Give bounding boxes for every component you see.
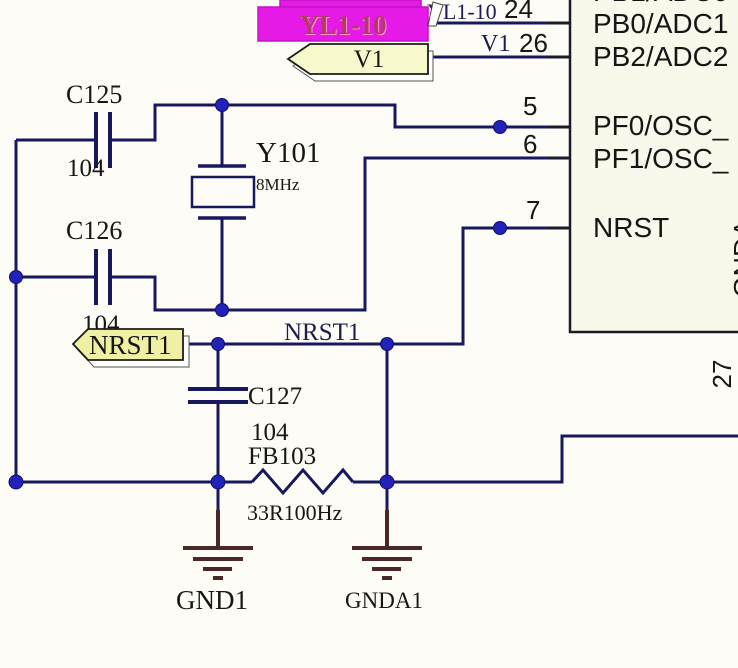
pin-number-7: 7 bbox=[526, 195, 541, 225]
crystal-body bbox=[190, 175, 256, 209]
pin-number-6: 6 bbox=[523, 129, 538, 159]
fb103-refdes: FB103 bbox=[248, 443, 317, 470]
c126-plates bbox=[94, 249, 112, 305]
junction-dots-group bbox=[8, 98, 507, 490]
junction-dot bbox=[380, 337, 394, 351]
gnda1-symbol bbox=[352, 510, 422, 580]
ic-body bbox=[570, 0, 738, 332]
gnda1-label: GNDA1 bbox=[345, 588, 423, 613]
junction-dot bbox=[8, 474, 24, 490]
junction-dot bbox=[9, 270, 23, 284]
yl1-10-flag-text: YL1-10 bbox=[299, 10, 387, 40]
junction-dot bbox=[379, 474, 395, 490]
nrst1-net-label: NRST1 bbox=[284, 319, 361, 346]
c125-plates bbox=[94, 112, 112, 168]
pin-number-26: 26 bbox=[519, 28, 548, 58]
junction-dot bbox=[211, 337, 225, 351]
v1-net-label: V1 bbox=[481, 31, 511, 57]
junction-dot bbox=[493, 120, 507, 134]
gnd1-symbol bbox=[183, 510, 253, 580]
ground-symbols-group bbox=[183, 510, 422, 580]
pin-number-24: 24 bbox=[504, 0, 533, 24]
y101-value: 8MHz bbox=[256, 175, 300, 194]
junction-dot bbox=[493, 221, 507, 235]
v1-flag-text: V1 bbox=[353, 46, 385, 73]
junction-dot bbox=[215, 303, 229, 317]
y101-refdes: Y101 bbox=[256, 137, 321, 169]
fb103-value: 33R100Hz bbox=[247, 500, 343, 525]
yl1-10-magenta-label bbox=[257, 6, 429, 42]
c127-value: 104 bbox=[251, 419, 289, 446]
ic-pin-name-clipped: PB1/ADC0 bbox=[593, 0, 728, 6]
c127-refdes: C127 bbox=[248, 383, 303, 410]
nrst1-net-flag bbox=[71, 328, 184, 361]
c126-refdes: C126 bbox=[66, 216, 123, 245]
junction-dot bbox=[210, 474, 226, 490]
wire-xtal-top bbox=[16, 103, 550, 142]
flag-tail-artifact bbox=[427, 1, 444, 27]
ic-outline bbox=[568, 0, 738, 334]
ic-pin-stubs bbox=[548, 21, 570, 230]
nrst1-flag-text: NRST1 bbox=[89, 330, 172, 360]
v1-net-flag bbox=[286, 43, 429, 75]
ic-pin-name-pb0-adc1: PB0/ADC1 bbox=[593, 8, 729, 39]
pin-number-5: 5 bbox=[523, 91, 538, 121]
wire-xtal-bottom bbox=[16, 156, 550, 312]
junction-dot bbox=[215, 98, 229, 112]
capacitor-plates-group bbox=[94, 112, 248, 404]
c127-plates bbox=[188, 387, 248, 404]
crystal-symbol bbox=[190, 164, 256, 220]
c125-value: 104 bbox=[67, 155, 105, 182]
ic-pin-name-pb2-adc2: PB2/ADC2 bbox=[593, 41, 729, 72]
c125-refdes: C125 bbox=[66, 80, 123, 109]
ic-pin-name-nrst: NRST bbox=[593, 212, 670, 243]
yl1-10-magenta-bar-top bbox=[279, 0, 422, 8]
gnd1-label: GND1 bbox=[176, 585, 248, 615]
yl1-10-net-label: YL1-10 bbox=[427, 0, 497, 24]
ic-pin-name-pf0-osc: PF0/OSC_ bbox=[593, 110, 729, 141]
resistor-zigzag bbox=[250, 467, 355, 496]
crystal-electrodes bbox=[198, 164, 246, 220]
ic-pin-name-pf1-osc: PF1/OSC_ bbox=[593, 143, 729, 174]
